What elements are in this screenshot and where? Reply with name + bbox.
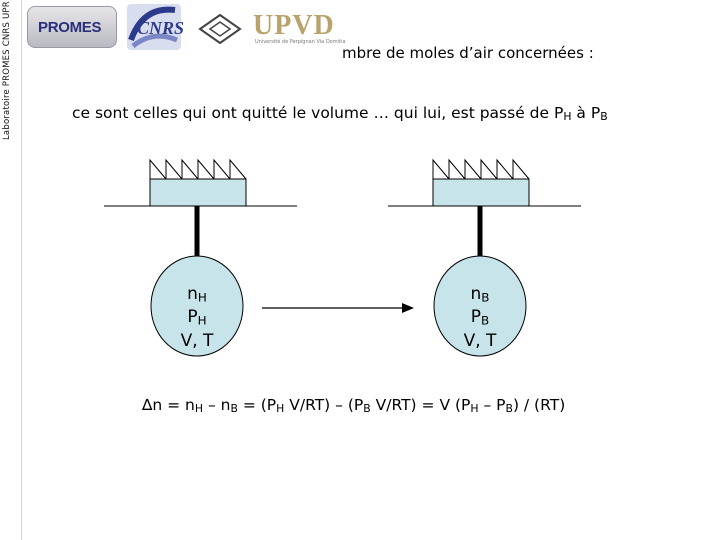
upvd-logo-text: UPVD <box>253 10 335 41</box>
left-vt-label: V, T <box>180 330 214 351</box>
left-state-labels: nH PH V, T <box>172 284 222 351</box>
left-piston-box <box>149 178 247 207</box>
promes-logo: PROMES <box>27 6 117 48</box>
right-piston-assembly <box>388 158 581 357</box>
explanation-sub-b: B <box>600 110 608 124</box>
left-piston-assembly <box>104 158 297 357</box>
transition-arrow <box>262 303 414 313</box>
left-gas-volume <box>150 255 244 357</box>
promes-logo-text: PROMES <box>38 19 102 36</box>
page-heading: mbre de moles d’air concernées : <box>342 44 594 62</box>
right-spring-hatching <box>432 158 530 180</box>
left-p-label: PH <box>187 307 207 328</box>
right-n-label: nB <box>470 284 490 305</box>
explanation-line: ce sont celles qui ont quitté le volume … <box>72 104 608 123</box>
right-piston-box <box>432 178 530 207</box>
cnrs-logo-text: CNRS <box>137 18 184 38</box>
left-n-label: nH <box>187 284 207 305</box>
right-state-labels: nB PB V, T <box>455 284 505 351</box>
explanation-sub-h: H <box>563 110 572 124</box>
right-vt-label: V, T <box>463 330 497 351</box>
right-p-label: PB <box>470 307 490 328</box>
diamond-logo-icon <box>198 13 242 45</box>
left-spring-hatching <box>149 158 247 180</box>
cnrs-logo: CNRS <box>127 4 184 50</box>
explanation-text-1: ce sont celles qui ont quitté le volume … <box>72 104 564 122</box>
upvd-logo: UPVD Université de Perpignan Via Domitia <box>253 10 345 48</box>
right-gas-volume <box>433 255 527 357</box>
mole-difference-formula: ∆n = nH – nB = (PH V/RT) – (PB V/RT) = V… <box>142 396 566 416</box>
sidebar-divider <box>21 0 22 540</box>
explanation-text-2: à P <box>571 104 601 122</box>
upvd-logo-subtitle: Université de Perpignan Via Domitia <box>255 39 346 45</box>
